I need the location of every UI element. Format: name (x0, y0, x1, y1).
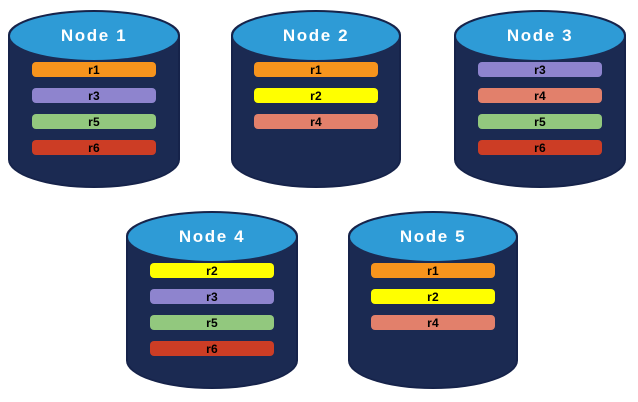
record-list: r2 r3 r5 r6 (126, 263, 298, 356)
record-bar-r3[interactable]: r3 (150, 289, 274, 304)
record-label: r6 (206, 341, 218, 356)
record-label: r4 (534, 88, 546, 103)
record-label: r3 (88, 88, 100, 103)
database-cylinder-4[interactable]: Node 4 r2 r3 r5 r6 (126, 211, 298, 389)
record-label: r3 (534, 62, 546, 77)
record-bar-r4[interactable]: r4 (254, 114, 378, 129)
node-label: Node 5 (399, 226, 467, 246)
cylinder-top-ellipse: Node 5 (350, 213, 516, 261)
record-bar-r3[interactable]: r3 (478, 62, 602, 77)
database-cylinder-3[interactable]: Node 3 r3 r4 r5 r6 (454, 10, 626, 188)
cylinder-top-ellipse: Node 3 (456, 12, 624, 60)
record-label: r2 (310, 88, 322, 103)
record-bar-r3[interactable]: r3 (32, 88, 156, 103)
record-list: r3 r4 r5 r6 (454, 62, 626, 155)
record-bar-r6[interactable]: r6 (32, 140, 156, 155)
record-label: r6 (88, 140, 100, 155)
record-bar-r2[interactable]: r2 (371, 289, 495, 304)
record-label: r5 (534, 114, 546, 129)
record-label: r2 (206, 263, 218, 278)
record-label: r4 (427, 315, 439, 330)
record-bar-r4[interactable]: r4 (371, 315, 495, 330)
record-label: r2 (427, 289, 439, 304)
record-list: r1 r2 r4 (348, 263, 518, 330)
record-label: r1 (310, 62, 322, 77)
database-cylinder-1[interactable]: Node 1 r1 r3 r5 r6 (8, 10, 180, 188)
record-label: r4 (310, 114, 322, 129)
database-cylinder-5[interactable]: Node 5 r1 r2 r4 (348, 211, 518, 389)
record-label: r3 (206, 289, 218, 304)
record-label: r6 (534, 140, 546, 155)
record-list: r1 r2 r4 (231, 62, 401, 129)
record-label: r5 (206, 315, 218, 330)
record-label: r1 (427, 263, 439, 278)
record-bar-r5[interactable]: r5 (32, 114, 156, 129)
node-label: Node 1 (60, 25, 128, 45)
cylinder-top-ellipse: Node 1 (10, 12, 178, 60)
cylinder-top-ellipse: Node 4 (128, 213, 296, 261)
node-label: Node 2 (282, 25, 350, 45)
record-bar-r6[interactable]: r6 (150, 341, 274, 356)
record-bar-r2[interactable]: r2 (150, 263, 274, 278)
record-bar-r6[interactable]: r6 (478, 140, 602, 155)
record-label: r1 (88, 62, 100, 77)
node-label: Node 4 (178, 226, 246, 246)
node-label: Node 3 (506, 25, 574, 45)
record-label: r5 (88, 114, 100, 129)
record-bar-r1[interactable]: r1 (254, 62, 378, 77)
record-list: r1 r3 r5 r6 (8, 62, 180, 155)
record-bar-r1[interactable]: r1 (371, 263, 495, 278)
record-bar-r2[interactable]: r2 (254, 88, 378, 103)
record-bar-r4[interactable]: r4 (478, 88, 602, 103)
cylinder-top-ellipse: Node 2 (233, 12, 399, 60)
record-bar-r5[interactable]: r5 (150, 315, 274, 330)
record-bar-r1[interactable]: r1 (32, 62, 156, 77)
database-cylinder-2[interactable]: Node 2 r1 r2 r4 (231, 10, 401, 188)
record-bar-r5[interactable]: r5 (478, 114, 602, 129)
